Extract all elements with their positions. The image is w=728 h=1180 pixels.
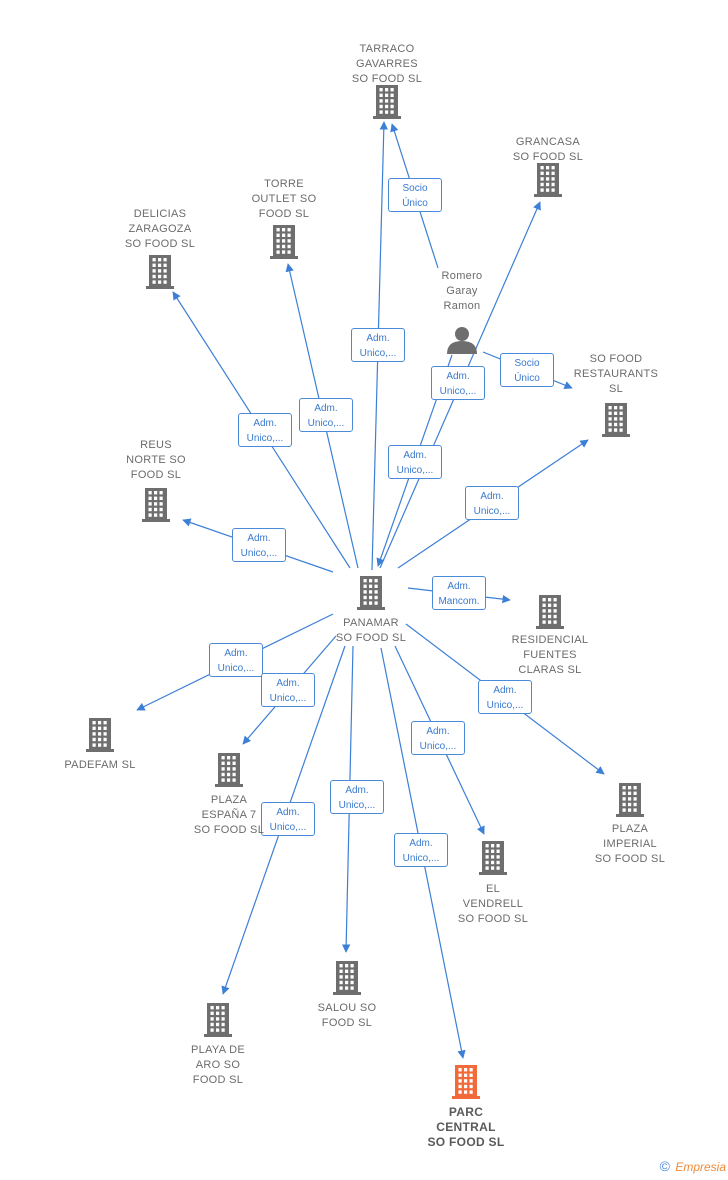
node-label-grancasa[interactable]: GRANCASA SO FOOD SL xyxy=(512,136,584,163)
node-label-delicias[interactable]: DELICIAS ZARAGOZA SO FOOD SL xyxy=(124,208,196,250)
node-padefam-building-icon[interactable] xyxy=(86,718,114,752)
node-label-vendrell[interactable]: EL VENDRELL SO FOOD SL xyxy=(457,883,529,925)
node-label-plazaimperial[interactable]: PLAZA IMPERIAL SO FOOD SL xyxy=(594,823,666,865)
node-label-panamar[interactable]: PANAMAR SO FOOD SL xyxy=(335,617,407,644)
node-salou-building-icon[interactable] xyxy=(333,961,361,995)
brand-name: Empresia xyxy=(675,1160,726,1174)
edge-label-romero-panamar[interactable]: Adm. Unico,... xyxy=(388,445,442,479)
node-label-padefam[interactable]: PADEFAM SL xyxy=(64,759,136,771)
node-playa-building-icon[interactable] xyxy=(204,1003,232,1037)
node-label-playa[interactable]: PLAYA DE ARO SO FOOD SL xyxy=(191,1044,245,1086)
edge-label-panamar-residencial[interactable]: Adm. Mancom. xyxy=(432,576,486,610)
edge-label-panamar-plazaimperial[interactable]: Adm. Unico,... xyxy=(478,680,532,714)
node-torre-building-icon[interactable] xyxy=(270,225,298,259)
node-delicias-building-icon[interactable] xyxy=(146,255,174,289)
node-label-torre[interactable]: TORRE OUTLET SO FOOD SL xyxy=(251,178,317,220)
edge-label-panamar-salou[interactable]: Adm. Unico,... xyxy=(330,780,384,814)
node-plazaespana-building-icon[interactable] xyxy=(215,753,243,787)
empresia-brand[interactable]: © Empresia xyxy=(660,1158,726,1174)
edge-label-romero-restaurants[interactable]: Socio Único xyxy=(500,353,554,387)
node-residencial-building-icon[interactable] xyxy=(536,595,564,629)
node-label-salou[interactable]: SALOU SO FOOD SL xyxy=(317,1002,377,1029)
edge-label-panamar-torre[interactable]: Adm. Unico,... xyxy=(299,398,353,432)
node-vendrell-building-icon[interactable] xyxy=(479,841,507,875)
edge-label-panamar-vendrell[interactable]: Adm. Unico,... xyxy=(411,721,465,755)
node-restaurants-building-icon[interactable] xyxy=(602,403,630,437)
node-grancasa-building-icon[interactable] xyxy=(534,163,562,197)
node-label-tarraco[interactable]: TARRACO GAVARRES SO FOOD SL xyxy=(351,43,423,85)
node-plazaimperial-building-icon[interactable] xyxy=(616,783,644,817)
node-label-romero[interactable]: Romero Garay Ramon xyxy=(441,270,483,312)
edge-label-panamar-playa[interactable]: Adm. Unico,... xyxy=(261,802,315,836)
edge-label-panamar-parc[interactable]: Adm. Unico,... xyxy=(394,833,448,867)
edge-label-panamar-padefam[interactable]: Adm. Unico,... xyxy=(209,643,263,677)
copyright-icon: © xyxy=(659,1158,670,1174)
node-romero-person-icon[interactable] xyxy=(447,327,477,354)
edge-label-panamar-tarraco[interactable]: Adm. Unico,... xyxy=(351,328,405,362)
node-tarraco-building-icon[interactable] xyxy=(373,85,401,119)
node-label-restaurants[interactable]: SO FOOD RESTAURANTS SL xyxy=(573,353,659,395)
edge-label-panamar-restaurants[interactable]: Adm. Unico,... xyxy=(465,486,519,520)
edge-label-panamar-plazaespana[interactable]: Adm. Unico,... xyxy=(261,673,315,707)
edge-label-panamar-grancasa[interactable]: Adm. Unico,... xyxy=(431,366,485,400)
node-panamar-building-icon[interactable] xyxy=(357,576,385,610)
edge-label-romero-tarraco[interactable]: Socio Único xyxy=(388,178,442,212)
node-label-residencial[interactable]: RESIDENCIAL FUENTES CLARAS SL xyxy=(511,634,589,676)
edge-label-panamar-reus[interactable]: Adm. Unico,... xyxy=(232,528,286,562)
edge-label-panamar-delicias[interactable]: Adm. Unico,... xyxy=(238,413,292,447)
node-label-parc[interactable]: PARC CENTRAL SO FOOD SL xyxy=(427,1105,505,1149)
node-parc-building-icon[interactable] xyxy=(452,1065,480,1099)
node-label-plazaespana[interactable]: PLAZA ESPAÑA 7 SO FOOD SL xyxy=(193,794,265,836)
node-label-reus[interactable]: REUS NORTE SO FOOD SL xyxy=(126,439,186,481)
node-reus-building-icon[interactable] xyxy=(142,488,170,522)
